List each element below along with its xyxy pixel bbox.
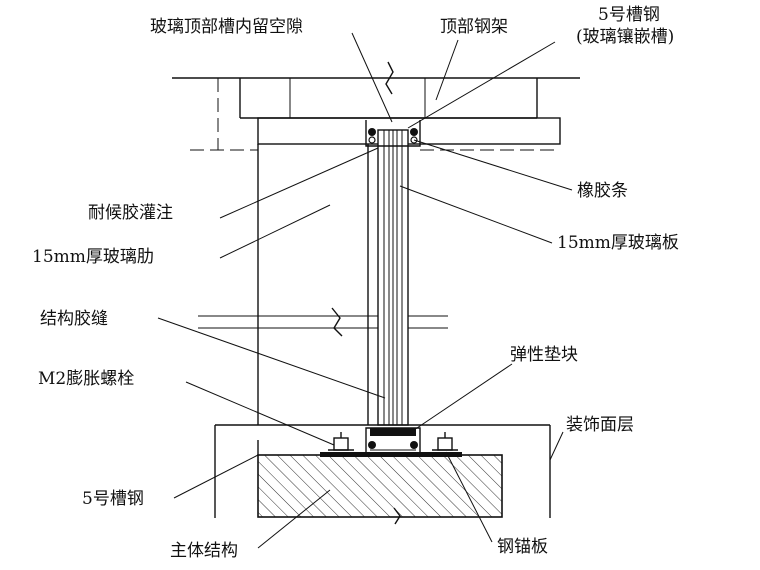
label-weather-sealant: 耐候胶灌注	[88, 203, 173, 223]
label-channel-no5: 5号槽钢	[82, 489, 144, 509]
top-steel-frame	[172, 61, 580, 151]
leader-lines	[157, 32, 573, 549]
bottom-channel	[365, 427, 421, 455]
glass-panel	[377, 129, 409, 426]
label-glass-panel: 15mm厚玻璃板	[557, 233, 679, 253]
top-channel	[365, 120, 421, 147]
glass-fin	[198, 144, 448, 425]
label-top-gap: 玻璃顶部槽内留空隙	[150, 17, 303, 37]
label-structural-joint: 结构胶缝	[40, 309, 108, 329]
label-steel-anchor: 钢锚板	[497, 537, 548, 557]
label-channel-no5-a: 5号槽钢	[598, 5, 660, 25]
label-main-structure: 主体结构	[170, 541, 238, 561]
label-elastic-block: 弹性垫块	[510, 345, 578, 365]
main-structure	[257, 452, 503, 525]
lower-frame	[214, 424, 551, 518]
label-glass-fin: 15mm厚玻璃肋	[32, 247, 154, 267]
label-decor-layer: 装饰面层	[566, 415, 634, 435]
label-rubber-strip: 橡胶条	[577, 181, 628, 201]
label-channel-no5-b: (玻璃镶嵌槽)	[576, 26, 674, 47]
label-top-frame: 顶部钢架	[440, 17, 508, 37]
label-expansion-bolt: M2膨胀螺栓	[38, 369, 134, 389]
